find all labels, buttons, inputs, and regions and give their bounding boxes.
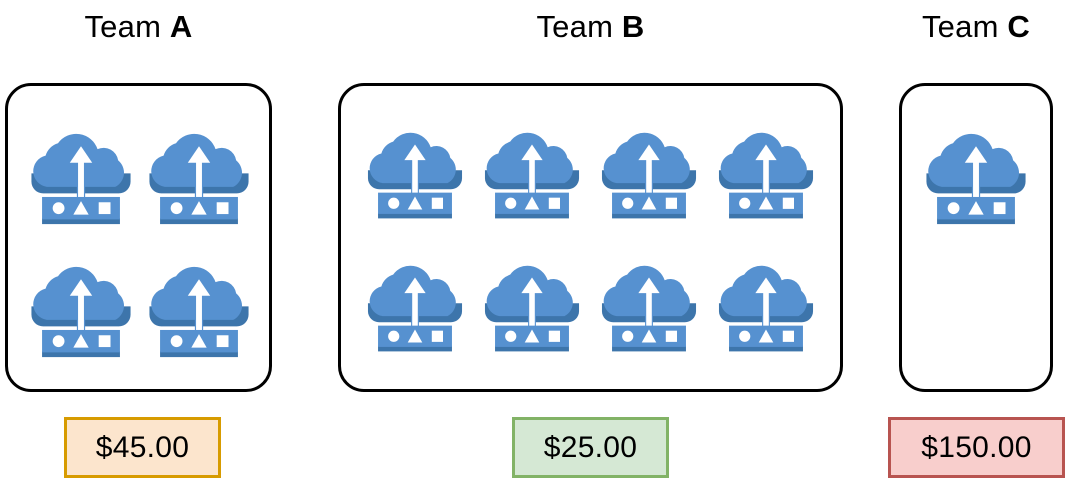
cloud-upload-node-icon <box>31 266 131 357</box>
team-group-a: Team A <box>5 0 272 480</box>
team-title-letter: C <box>1007 9 1031 44</box>
cloud-upload-node-icon <box>368 265 463 351</box>
team-title-letter: B <box>621 9 645 44</box>
node-item[interactable] <box>917 112 1035 230</box>
cloud-upload-node-icon <box>718 265 813 351</box>
team-title-prefix: Team <box>921 9 999 44</box>
price-label: $25.00 <box>543 430 638 464</box>
node-grid-b <box>341 86 840 389</box>
node-grid-a <box>8 86 269 389</box>
price-label: $45.00 <box>95 430 190 464</box>
team-title-letter: A <box>169 9 193 44</box>
node-item[interactable] <box>140 245 258 363</box>
cloud-upload-node-icon <box>149 133 249 225</box>
team-title-a: Team A <box>5 8 272 46</box>
node-item[interactable] <box>359 245 471 357</box>
team-title-b: Team B <box>338 8 843 46</box>
team-container-b <box>338 83 843 392</box>
team-group-b: Team B <box>338 0 843 480</box>
cloud-upload-node-icon <box>368 132 463 219</box>
node-item[interactable] <box>140 112 258 230</box>
price-chip-a[interactable]: $45.00 <box>64 417 221 478</box>
node-item[interactable] <box>710 245 822 357</box>
cloud-upload-node-icon <box>718 132 813 219</box>
cloud-upload-node-icon <box>926 133 1026 225</box>
team-title-prefix: Team <box>84 9 162 44</box>
node-item[interactable] <box>476 245 588 357</box>
team-group-c: Team C <box>899 0 1053 480</box>
node-item[interactable] <box>593 112 705 224</box>
node-item[interactable] <box>593 245 705 357</box>
node-grid-c <box>902 86 1050 389</box>
node-item[interactable] <box>359 112 471 224</box>
cloud-upload-node-icon <box>149 266 249 357</box>
price-chip-b[interactable]: $25.00 <box>512 417 669 478</box>
cloud-upload-node-icon <box>601 265 696 351</box>
team-container-a <box>5 83 272 392</box>
cloud-upload-node-icon <box>31 133 131 225</box>
team-container-c <box>899 83 1053 392</box>
node-item[interactable] <box>22 112 140 230</box>
node-item[interactable] <box>22 245 140 363</box>
cloud-upload-node-icon <box>485 265 580 351</box>
node-item[interactable] <box>476 112 588 224</box>
cloud-upload-node-icon <box>601 132 696 219</box>
cloud-upload-node-icon <box>485 132 580 219</box>
node-item[interactable] <box>710 112 822 224</box>
team-title-prefix: Team <box>536 9 614 44</box>
price-chip-c[interactable]: $150.00 <box>888 417 1065 478</box>
price-label: $150.00 <box>921 430 1032 464</box>
team-title-c: Team C <box>899 8 1053 46</box>
